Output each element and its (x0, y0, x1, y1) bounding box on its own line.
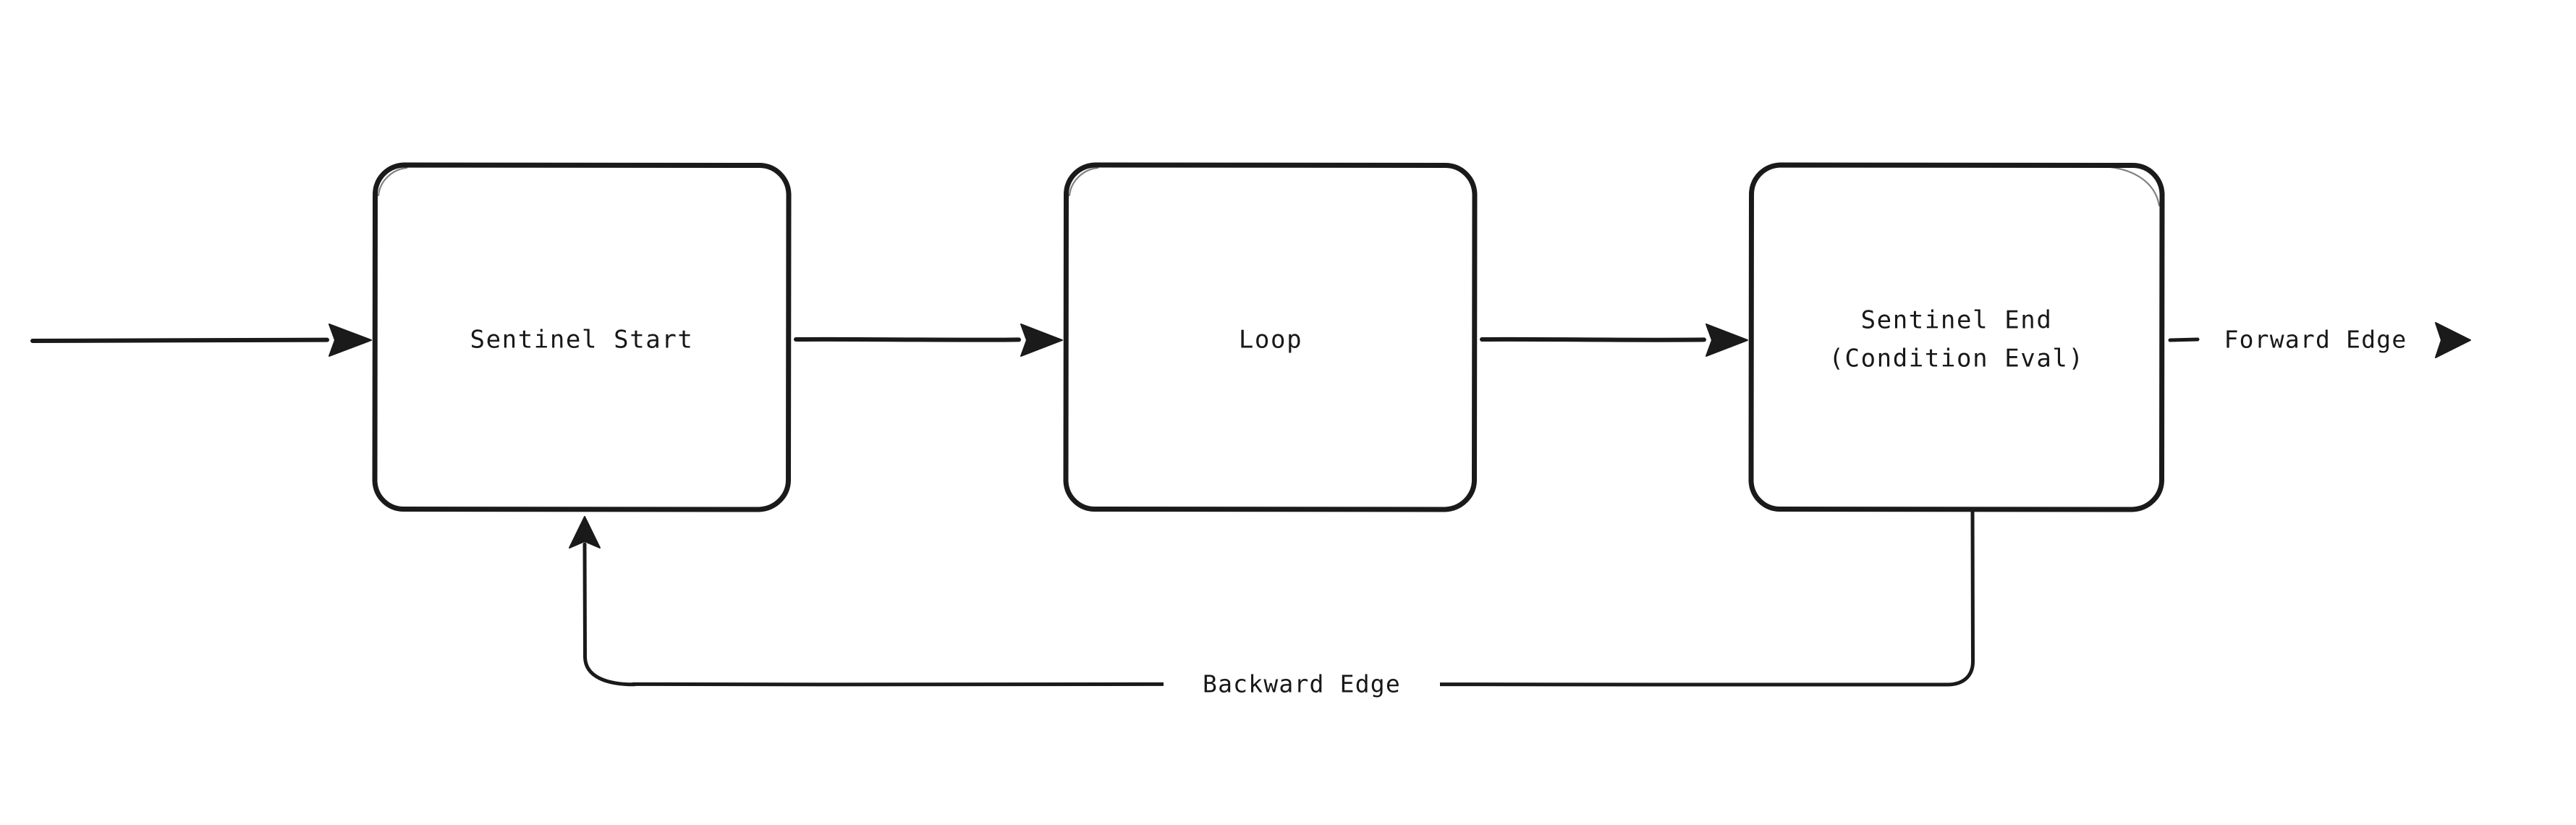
node-sentinel-end[interactable]: Sentinel End (Condition Eval) (1748, 162, 2165, 512)
node-sentinel-start-shape (372, 162, 792, 512)
edge-forward-arrowhead (2435, 322, 2471, 358)
node-sentinel-start-sketch-accent (377, 166, 408, 197)
edge-loop-to-end-line (1480, 337, 1706, 342)
edge-start-to-loop (794, 323, 1063, 357)
node-sentinel-start[interactable]: Sentinel Start (372, 162, 792, 512)
node-loop-shape (1063, 162, 1478, 512)
edge-backward-label-backdrop (1164, 666, 1440, 703)
node-sentinel-end-sketch-accent (2101, 165, 2161, 207)
edge-backward-arrowhead (569, 516, 601, 549)
node-sentinel-end-shape (1748, 162, 2165, 512)
edge-start-to-loop-arrowhead (1020, 323, 1063, 357)
edge-backward: Backward Edge (569, 509, 1975, 703)
node-loop-sketch-accent (1068, 166, 1099, 197)
node-loop-label: Loop (1239, 326, 1302, 355)
edge-start-to-loop-line (794, 337, 1021, 342)
node-loop[interactable]: Loop (1063, 162, 1478, 512)
edge-backward-descend (1944, 509, 1975, 687)
edge-loop-to-end (1480, 323, 1748, 357)
edge-forward-stub (2168, 337, 2200, 342)
edge-backward-ascend (582, 542, 637, 687)
edge-loop-to-end-arrowhead (1706, 323, 1748, 357)
node-sentinel-end-label-line1: Sentinel End (1861, 306, 2053, 335)
edge-entry-line (30, 337, 329, 343)
node-sentinel-end-label-line2: (Condition Eval) (1829, 344, 2084, 373)
edge-entry-arrowhead (329, 323, 372, 357)
edge-backward-label: Backward Edge (1203, 670, 1401, 698)
node-sentinel-start-label: Sentinel Start (470, 326, 694, 355)
edge-forward-label: Forward Edge (2224, 326, 2407, 354)
edge-forward: Forward Edge (2168, 322, 2471, 358)
edge-backward-run-left (631, 682, 1169, 687)
edge-entry (30, 323, 372, 357)
